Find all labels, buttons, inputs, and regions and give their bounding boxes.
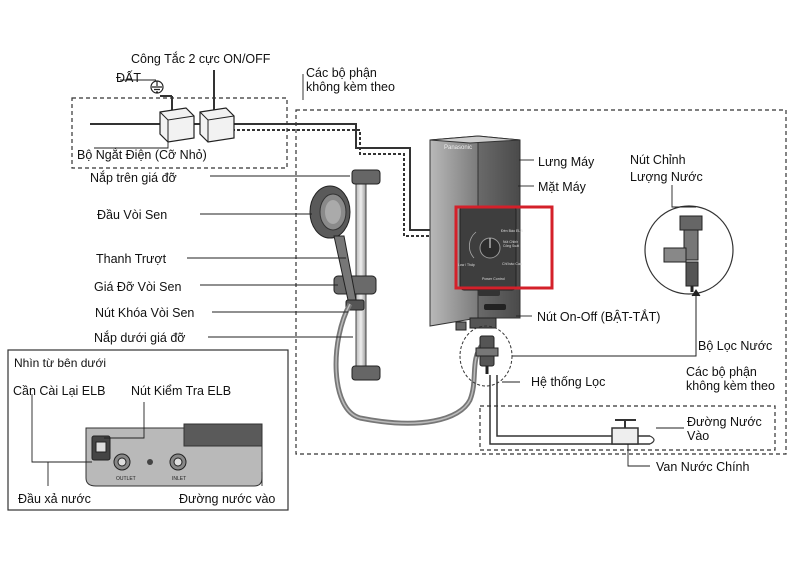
parts-not-included-bottom-label: Các bộ phận không kèm theo bbox=[686, 365, 775, 393]
inlet-label: Đường nước vào bbox=[179, 492, 276, 506]
shower-lock-button-label: Nút Khóa Vòi Sen bbox=[95, 306, 195, 320]
panel-elb-lamp-text: Đèn Báo ELB bbox=[501, 229, 523, 233]
brand-text: Panasonic bbox=[444, 145, 472, 151]
inset-outlet-mark: OUTLET bbox=[116, 476, 136, 482]
shower-head bbox=[309, 185, 357, 301]
parts-not-included-top-line1: Các bộ phận bbox=[306, 66, 377, 80]
bracket-top-cap-label: Nắp trên giá đỡ bbox=[90, 171, 177, 185]
elb-test-label: Nút Kiểm Tra ELB bbox=[131, 384, 232, 398]
inset-inlet-mark: INLET bbox=[172, 476, 186, 482]
plumbing-dashed-box bbox=[479, 405, 776, 451]
ground-symbol bbox=[150, 80, 164, 94]
panel-power-knob-text-1: Nút Chỉnh bbox=[503, 240, 518, 244]
panel-power-lamp-text: Chỉ báo Cao bbox=[502, 262, 522, 266]
inset-title: Nhìn từ bên dưới bbox=[14, 356, 106, 370]
back-cover-label: Lưng Máy bbox=[538, 155, 595, 169]
panel-power-knob-text-2: Công Suất bbox=[503, 244, 519, 248]
switch-2pole-label: Công Tắc 2 cực ON/OFF bbox=[131, 52, 271, 66]
main-valve-label: Van Nước Chính bbox=[656, 460, 750, 474]
electrical-dashed-box bbox=[71, 97, 288, 169]
wiring bbox=[90, 70, 432, 237]
bottom-view-inset: OUTLET INLET bbox=[7, 349, 289, 511]
switch-box bbox=[199, 107, 235, 143]
leader-lines bbox=[94, 74, 696, 467]
shower-holder-label: Giá Đỡ Vòi Sen bbox=[94, 280, 182, 294]
water-filter-detail bbox=[644, 205, 734, 295]
flow-knob-label: Nút Chỉnh Lượng Nước bbox=[630, 153, 703, 184]
slide-bar-label: Thanh Trượt bbox=[96, 252, 167, 266]
water-inlet-line1: Đường Nước bbox=[687, 415, 762, 429]
filter-system bbox=[459, 325, 513, 387]
water-pipe bbox=[489, 375, 650, 445]
bracket-bottom-cap-label: Nắp dưới giá đỡ bbox=[94, 331, 186, 345]
ground-label: ĐẤT bbox=[116, 71, 141, 85]
control-panel-highlight bbox=[454, 205, 554, 290]
breaker-box bbox=[159, 107, 195, 143]
elb-reset-label: Cần Cài Lại ELB bbox=[13, 384, 106, 398]
panel-low-mark: Low / Thấp bbox=[458, 263, 475, 267]
drain-label: Đầu xả nước bbox=[18, 492, 91, 506]
water-heater-unit: Panasonic Đèn Báo ELB Nút Chỉnh Công Suấ… bbox=[429, 135, 523, 331]
parts-not-included-top-label: Các bộ phận không kèm theo bbox=[306, 66, 395, 94]
parts-not-included-bottom-line1: Các bộ phận bbox=[686, 365, 757, 379]
water-filter-label: Bộ Lọc Nước bbox=[698, 339, 773, 353]
parts-not-included-top-line2: không kèm theo bbox=[306, 80, 395, 94]
breaker-label: Bộ Ngắt Điện (Cỡ Nhỏ) bbox=[77, 148, 207, 162]
wall-dashed-area bbox=[295, 109, 787, 455]
water-inlet-label: Đường Nước Vào bbox=[687, 415, 762, 443]
shower-head-label: Đầu Vòi Sen bbox=[97, 208, 168, 222]
parts-not-included-bottom-line2: không kèm theo bbox=[686, 379, 775, 393]
panel-power-control-text: Power Control bbox=[482, 277, 505, 281]
on-off-button-label: Nút On-Off (BẬT-TẮT) bbox=[537, 310, 661, 324]
front-panel-label: Mặt Máy bbox=[538, 180, 586, 194]
flow-knob-line2: Lượng Nước bbox=[630, 170, 703, 184]
flow-knob-line1: Nút Chỉnh bbox=[630, 153, 686, 167]
filter-system-label: Hệ thống Lọc bbox=[531, 375, 606, 389]
water-inlet-line2: Vào bbox=[687, 429, 710, 443]
